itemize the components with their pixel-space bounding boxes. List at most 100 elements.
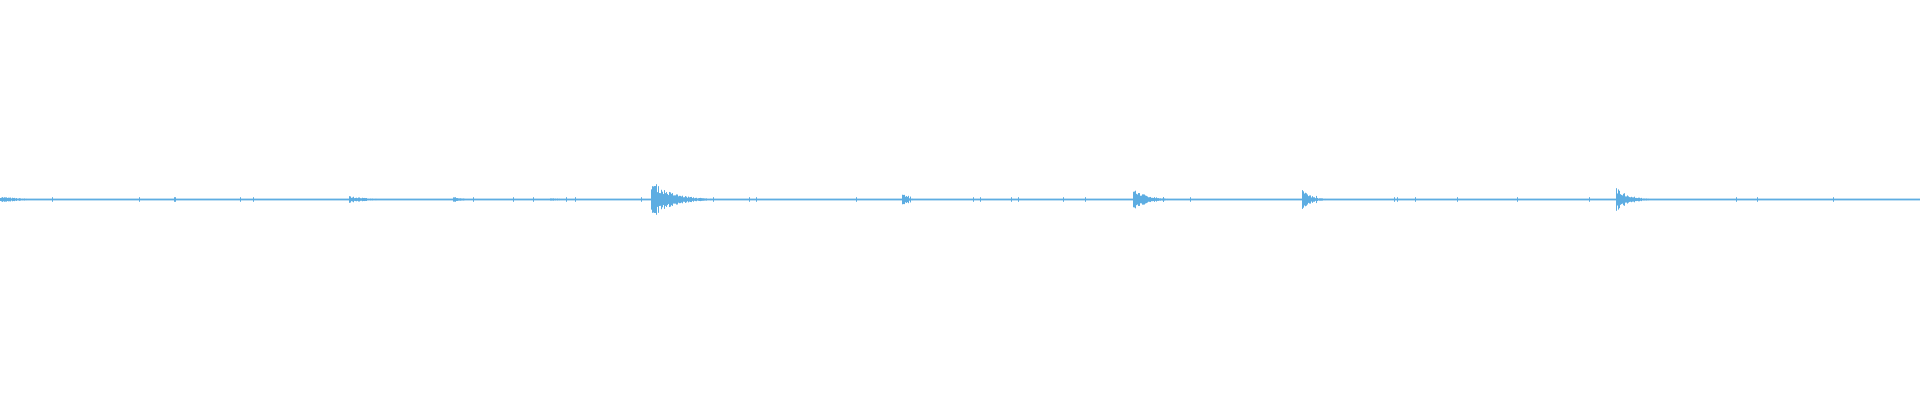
- waveform-sample: [205, 198, 206, 201]
- waveform-sample: [1561, 198, 1562, 201]
- waveform-sample: [11, 198, 12, 201]
- waveform-sample: [1881, 198, 1882, 201]
- waveform-sample: [1307, 194, 1308, 205]
- waveform-sample: [1044, 198, 1045, 201]
- waveform-sample: [968, 198, 969, 201]
- waveform-sample: [98, 198, 99, 201]
- waveform-sample: [89, 198, 90, 201]
- waveform-sample: [1669, 198, 1670, 201]
- waveform-sample: [1520, 198, 1521, 201]
- waveform-sample: [1545, 198, 1546, 201]
- waveform-sample: [951, 198, 952, 201]
- waveform-sample: [1023, 198, 1024, 201]
- waveform-sample: [386, 198, 387, 201]
- waveform-sample: [1047, 198, 1048, 201]
- waveform-sample: [518, 198, 519, 201]
- waveform-sample: [1217, 198, 1218, 201]
- waveform-sample: [1368, 198, 1369, 201]
- waveform-sample: [1904, 198, 1905, 201]
- waveform-sample: [1624, 193, 1625, 206]
- waveform-sample: [83, 198, 84, 201]
- waveform-sample: [872, 198, 873, 201]
- waveform-sample: [1041, 198, 1042, 201]
- waveform-sample: [985, 198, 986, 201]
- waveform-sample: [1080, 198, 1081, 201]
- waveform-sample: [1689, 198, 1690, 201]
- waveform-sample: [460, 198, 461, 201]
- waveform-sample: [1344, 198, 1345, 201]
- waveform-sample: [1067, 198, 1068, 201]
- waveform-sample: [19, 198, 20, 201]
- waveform-sample: [312, 198, 313, 201]
- waveform-sample: [1787, 198, 1788, 201]
- waveform-sample: [823, 198, 824, 201]
- waveform-sample: [1456, 198, 1457, 201]
- waveform-sample: [244, 198, 245, 201]
- waveform-sample: [802, 198, 803, 201]
- waveform-sample: [1649, 198, 1650, 201]
- waveform-sample: [1685, 198, 1686, 201]
- waveform-sample: [435, 198, 436, 201]
- waveform-sample: [212, 198, 213, 201]
- waveform-sample: [1627, 195, 1628, 204]
- waveform-sample: [531, 198, 532, 201]
- waveform-sample: [517, 198, 518, 201]
- waveform-sample: [1838, 198, 1839, 201]
- waveform-sample: [750, 198, 751, 201]
- waveform-sample: [1475, 198, 1476, 201]
- waveform-sample: [372, 198, 373, 201]
- waveform-sample: [499, 198, 500, 201]
- waveform-sample: [653, 186, 654, 213]
- waveform-sample: [1664, 198, 1665, 201]
- waveform-sample: [15, 198, 16, 201]
- waveform-sample: [977, 198, 978, 201]
- waveform-sample: [164, 198, 165, 201]
- waveform-sample: [1880, 198, 1881, 201]
- waveform-sample: [1534, 198, 1535, 201]
- waveform-sample: [1837, 198, 1838, 201]
- waveform-sample: [667, 193, 668, 206]
- waveform-sample: [465, 198, 466, 201]
- waveform-sample: [378, 198, 379, 201]
- waveform-sample: [1827, 198, 1828, 201]
- waveform-sample: [1832, 198, 1833, 201]
- waveform-sample: [811, 198, 812, 201]
- waveform-sample: [109, 198, 110, 201]
- waveform-sample: [88, 198, 89, 201]
- waveform-sample: [402, 198, 403, 201]
- waveform-sample: [1867, 198, 1868, 201]
- waveform-sample: [277, 198, 278, 201]
- waveform-sample: [630, 198, 631, 201]
- waveform-sample: [68, 198, 69, 201]
- waveform-sample: [1115, 198, 1116, 201]
- waveform-sample: [354, 198, 355, 201]
- waveform-sample: [932, 198, 933, 201]
- waveform-sample: [1106, 198, 1107, 201]
- waveform-sample: [712, 198, 713, 201]
- waveform-sample: [519, 198, 520, 201]
- waveform-sample: [1769, 198, 1770, 201]
- waveform-sample: [28, 198, 29, 201]
- waveform-sample: [1028, 198, 1029, 201]
- waveform-sample: [1529, 198, 1530, 201]
- waveform-sample: [1439, 198, 1440, 201]
- waveform-sample: [1808, 198, 1809, 201]
- waveform-sample: [673, 195, 674, 204]
- waveform-sample: [1074, 198, 1075, 201]
- waveform-sample: [1505, 198, 1506, 201]
- waveform-sample: [393, 198, 394, 201]
- waveform-sample: [464, 198, 465, 201]
- waveform-sample: [1598, 198, 1599, 201]
- waveform-sample: [964, 198, 965, 201]
- waveform-sample: [184, 198, 185, 201]
- waveform-sample: [995, 198, 996, 201]
- waveform-sample: [1743, 198, 1744, 201]
- waveform-sample: [157, 198, 158, 201]
- waveform-sample: [608, 198, 609, 201]
- waveform-sample: [1086, 198, 1087, 201]
- waveform-sample: [1056, 198, 1057, 201]
- waveform-sample: [1458, 198, 1459, 201]
- waveform-sample: [1185, 198, 1186, 201]
